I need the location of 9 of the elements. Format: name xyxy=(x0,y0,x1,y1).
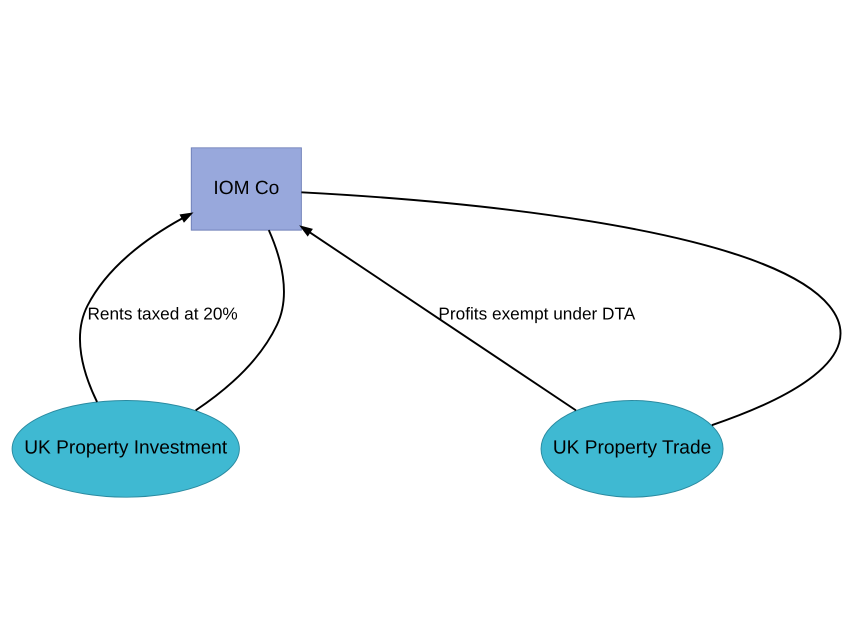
node-box: IOM Co xyxy=(190,146,302,230)
node-ellipse: UK Property Trade xyxy=(540,400,724,498)
node-ellipse: UK Property Investment xyxy=(12,400,240,498)
arrow xyxy=(299,224,576,411)
arrow xyxy=(79,212,194,402)
edge-label: Profits exempt under DTA xyxy=(438,303,636,324)
connector xyxy=(195,229,285,411)
connector xyxy=(301,190,842,426)
edge-label: Rents taxed at 20% xyxy=(87,303,238,324)
